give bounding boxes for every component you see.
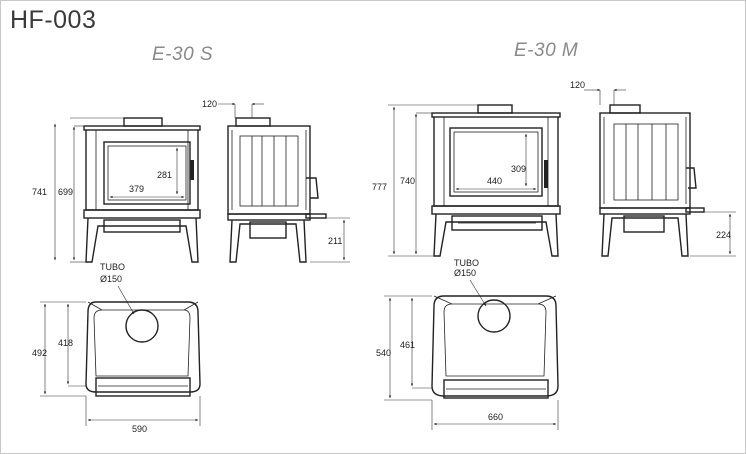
small-glass-height-label: 281 bbox=[157, 170, 172, 180]
medium-side-view bbox=[599, 104, 705, 257]
medium-tube-diameter: Ø150 bbox=[454, 268, 476, 278]
small-front-view bbox=[83, 117, 201, 263]
medium-glass-width-label: 440 bbox=[487, 176, 502, 186]
small-flue-offset-label: 120 bbox=[202, 99, 217, 109]
small-depth-total-label: 492 bbox=[32, 348, 47, 358]
medium-glass-height-label: 309 bbox=[511, 164, 526, 174]
small-side-view bbox=[227, 117, 327, 263]
small-glass-width-label: 379 bbox=[129, 184, 144, 194]
medium-depth-inner-label: 461 bbox=[400, 340, 415, 350]
medium-flue-offset-label: 120 bbox=[570, 80, 585, 90]
medium-tube-label: TUBO bbox=[454, 258, 479, 268]
small-tube-label: TUBO bbox=[100, 262, 125, 272]
model-name-medium: E-30 M bbox=[514, 40, 579, 61]
medium-body-height-label: 740 bbox=[400, 176, 415, 186]
model-name-small: E-30 S bbox=[152, 44, 214, 65]
small-tube-diameter: Ø150 bbox=[100, 274, 122, 284]
product-code: HF-003 bbox=[10, 6, 97, 34]
small-depth-inner-label: 418 bbox=[58, 338, 73, 348]
small-body-height-label: 699 bbox=[58, 187, 73, 197]
small-total-height-label: 741 bbox=[32, 187, 47, 197]
medium-depth-total-label: 540 bbox=[376, 348, 391, 358]
medium-front-view bbox=[431, 104, 561, 257]
medium-width-label: 660 bbox=[488, 412, 503, 422]
medium-ash-height-label: 224 bbox=[716, 230, 731, 240]
medium-top-view bbox=[431, 295, 559, 399]
medium-total-height-label: 777 bbox=[372, 182, 387, 192]
small-ash-height-label: 211 bbox=[328, 236, 342, 246]
small-width-label: 590 bbox=[132, 424, 147, 434]
small-top-view bbox=[85, 301, 201, 397]
